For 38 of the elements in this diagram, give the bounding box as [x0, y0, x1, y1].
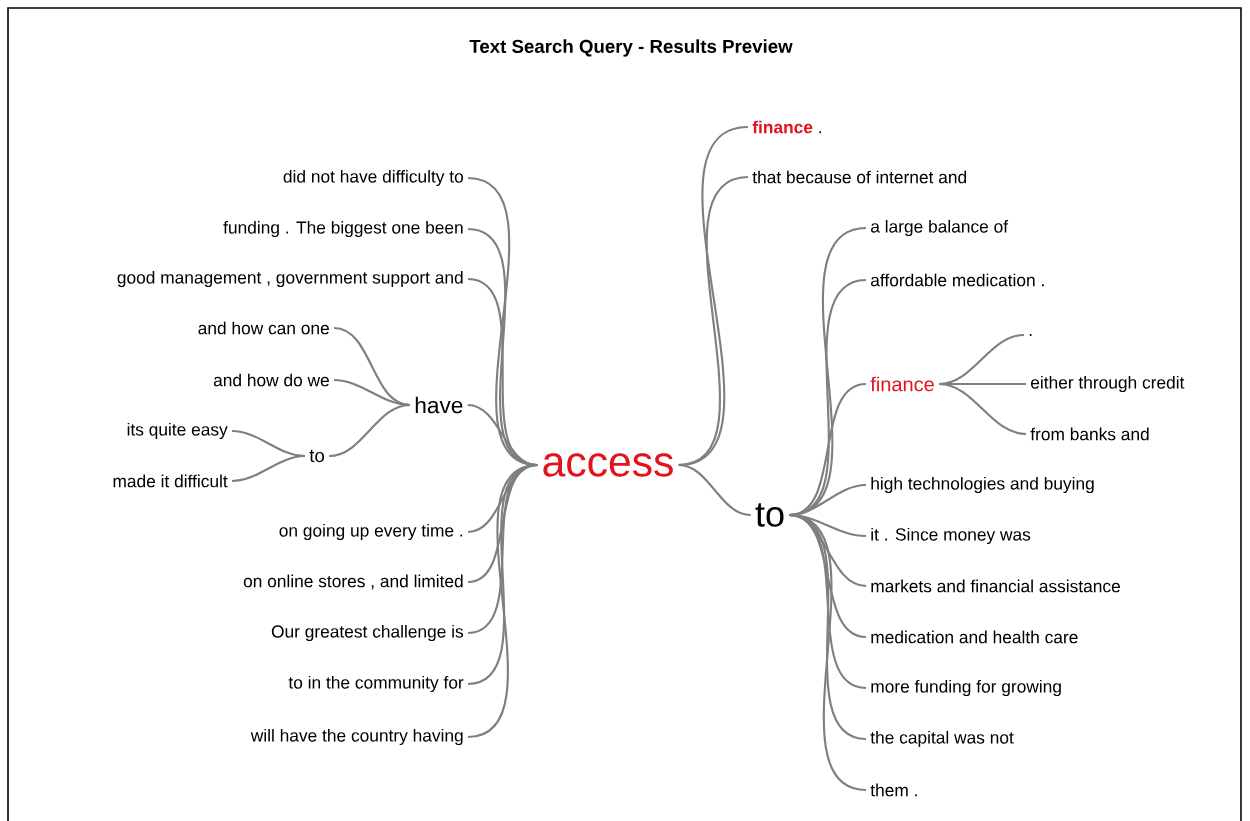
- connector-line: [467, 463, 538, 738]
- phrase-text: affordable medication .: [871, 273, 1044, 287]
- phrase-text: that because of internet and: [752, 170, 967, 184]
- phrase-text: did not have difficulty to: [283, 169, 463, 187]
- phrase-text: good management , government support and: [117, 270, 463, 288]
- phrase-text: .: [1029, 334, 1032, 336]
- connector-line: [938, 382, 1027, 436]
- chart-title: Text Search Query - Results Preview: [469, 39, 793, 57]
- branch-word: to: [755, 503, 784, 527]
- phrase-text: will have the country having: [250, 728, 463, 746]
- root-word: access: [543, 453, 673, 477]
- phrase-text: a large balance of: [871, 219, 1009, 237]
- phrase-text: funding . The biggest one been: [223, 220, 463, 238]
- phrase-text: on going up every time .: [279, 523, 463, 541]
- connector-line: [678, 463, 751, 517]
- phrase-text: finance .: [752, 120, 821, 134]
- phrase-text: on online stores , and limited: [243, 574, 463, 590]
- phrase-text: the capital was not: [870, 730, 1014, 748]
- phrase-text: and how can one: [198, 321, 329, 335]
- phrase-text: markets and financial assistance: [871, 579, 1120, 593]
- branch-word: finance: [870, 376, 934, 392]
- phrase-text: made it difficult: [113, 474, 228, 488]
- phrase-text: it . Since money was: [871, 527, 1031, 545]
- phrase-text: from banks and: [1030, 427, 1149, 441]
- phrase-text: them .: [870, 783, 917, 797]
- connector-line: [328, 403, 411, 458]
- phrase-text: Our greatest challenge is: [271, 624, 464, 642]
- phrase-text: to in the community for: [288, 675, 464, 693]
- connector-line: [231, 454, 306, 483]
- phrase-text: its quite easy: [127, 422, 228, 440]
- branch-word: to: [309, 449, 325, 463]
- connector-line: [789, 513, 867, 792]
- branch-word: have: [415, 396, 463, 414]
- phrase-text: either through credit: [1031, 375, 1185, 393]
- phrase-text: medication and health care: [871, 630, 1078, 644]
- phrase-text: high technologies and buying: [871, 476, 1094, 494]
- phrase-text: and how do we: [213, 373, 329, 387]
- phrase-text: more funding for growing: [871, 679, 1061, 697]
